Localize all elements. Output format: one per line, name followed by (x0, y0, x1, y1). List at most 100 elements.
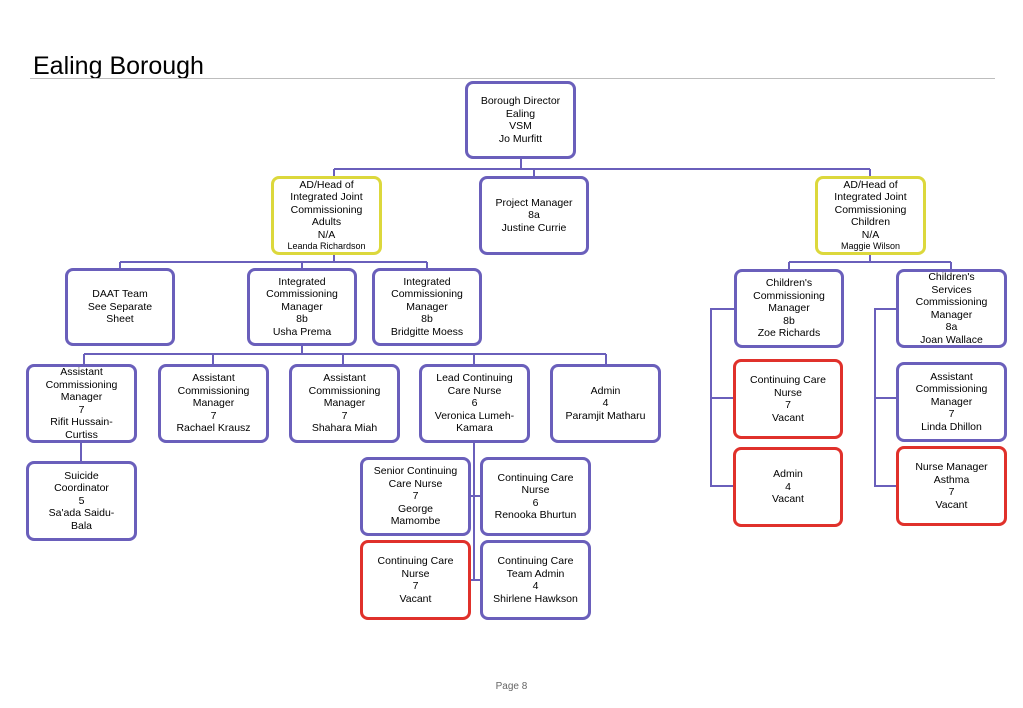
org-node-ad-adults: AD/Head of Integrated Joint Commissionin… (271, 176, 382, 255)
connector (874, 308, 898, 487)
node-line: Zoe Richards (757, 327, 821, 340)
node-line: Maggie Wilson (840, 241, 901, 252)
page-number: Page 8 (495, 681, 528, 692)
org-node-csc-joan-wallace: Children's Services Commissioning Manage… (896, 269, 1007, 348)
node-line: Mamombe (390, 515, 441, 528)
node-line: Rachael Krausz (176, 422, 251, 435)
node-line: Lead Continuing (436, 372, 513, 385)
node-line: Commissioning (45, 378, 118, 391)
node-line: Integrated Joint (834, 191, 907, 204)
node-line: George (397, 502, 434, 515)
org-node-icm-bridgitte-moess: Integrated Commissioning Manager 8b Brid… (372, 268, 482, 346)
node-line: Commissioning (915, 383, 988, 396)
connector (788, 253, 952, 270)
node-line: Usha Prema (272, 325, 332, 338)
org-node-admin-paramjit: Admin 4 Paramjit Matharu (550, 364, 661, 443)
node-line: Integrated Joint (290, 191, 363, 204)
org-node-icm-usha-prema: Integrated Commissioning Manager 8b Usha… (247, 268, 357, 346)
node-line: Jo Murfitt (498, 132, 543, 145)
node-line: Assistant (323, 372, 366, 385)
node-line: Vacant (935, 498, 968, 511)
org-node-lead-ccn: Lead Continuing Care Nurse 6 Veronica Lu… (419, 364, 530, 443)
node-line: 7 (412, 490, 419, 503)
node-line: Manager (406, 300, 448, 313)
node-line: Bala (70, 519, 92, 532)
node-line: Sheet (106, 313, 134, 326)
node-line: Ealing (505, 107, 536, 120)
node-line: Commissioning (308, 384, 381, 397)
node-line: 6 (532, 496, 539, 509)
node-line: Admin (773, 468, 803, 481)
node-line: Senior Continuing (373, 465, 458, 478)
node-line: Asthma (933, 473, 970, 486)
node-line: 8b (783, 314, 795, 327)
org-node-nurse-manager-asthma: Nurse Manager Asthma 7 Vacant (896, 446, 1007, 526)
org-node-ad-children: AD/Head of Integrated Joint Commissionin… (815, 176, 926, 255)
org-node-borough-director: Borough Director Ealing VSM Jo Murfitt (465, 81, 576, 159)
node-line: Continuing Care (497, 471, 574, 484)
org-node-acm-shahara: Assistant Commissioning Manager 7 Shahar… (289, 364, 400, 443)
page-title: Ealing Borough (33, 52, 204, 80)
node-line: Project Manager (495, 196, 573, 209)
node-line: Commissioning (753, 289, 825, 302)
node-line: Continuing Care (497, 555, 574, 567)
node-line: Team Admin (506, 567, 565, 580)
node-line: Continuing Care (377, 555, 454, 567)
node-line: 7 (948, 486, 955, 498)
node-line: Leanda Richardson (287, 241, 366, 252)
connector (83, 342, 607, 366)
node-line: Renooka Bhurtun (494, 509, 577, 521)
node-line: Commissioning (391, 288, 463, 301)
org-node-ccn-renooka: Continuing Care Nurse 6 Renooka Bhurtun (480, 457, 591, 536)
node-line: N/A (317, 228, 336, 241)
node-line: Manager (192, 397, 235, 410)
node-line: Care Nurse (447, 384, 502, 397)
node-line: 6 (471, 397, 478, 410)
node-line: 4 (532, 580, 539, 592)
node-line: Integrated (278, 275, 326, 288)
org-node-senior-ccn: Senior Continuing Care Nurse 7 George Ma… (360, 457, 471, 536)
node-line: 7 (785, 399, 791, 411)
node-line: Coordinator (54, 482, 109, 495)
node-line: 8b (421, 313, 433, 326)
node-line: Manager (930, 395, 973, 408)
connector (710, 308, 735, 487)
node-line: Nurse Manager (915, 461, 988, 473)
node-line: 4 (785, 480, 791, 493)
node-line: Commissioning (266, 288, 338, 301)
node-line: See Separate (87, 300, 153, 313)
node-line: Assistant (192, 372, 235, 385)
node-line: 7 (210, 409, 217, 422)
node-line: Justine Currie (501, 221, 567, 234)
node-line: Rifit Hussain- (50, 416, 113, 428)
node-line: Assistant (60, 366, 103, 378)
node-line: Veronica Lumeh- (434, 409, 515, 422)
node-line: Manager (323, 397, 366, 410)
node-line: Paramjit Matharu (565, 409, 646, 422)
node-line: Children (850, 216, 891, 229)
node-line: Nurse (401, 567, 430, 580)
node-line: Manager (60, 391, 103, 403)
node-line: Suicide (64, 469, 99, 482)
node-line: Services (931, 283, 972, 296)
connector (119, 253, 428, 270)
node-line: Joan Wallace (920, 333, 983, 346)
org-node-child-ccn-vacant: Continuing Care Nurse 7 Vacant (733, 359, 843, 439)
node-line: Integrated (403, 275, 451, 288)
node-line: Bridgitte Moess (390, 325, 464, 338)
org-node-daat-team: DAAT Team See Separate Sheet (65, 268, 175, 346)
node-line: 7 (341, 409, 348, 422)
node-line: 8a (528, 209, 540, 222)
org-node-ccn-vacant: Continuing Care Nurse 7 Vacant (360, 540, 471, 620)
node-line: Kamara (456, 422, 493, 435)
org-node-acm-rifit: Assistant Commissioning Manager 7 Rifit … (26, 364, 137, 443)
node-line: Vacant (399, 592, 432, 605)
node-line: DAAT Team (92, 288, 148, 301)
org-node-ccm-zoe-richards: Children's Commissioning Manager 8b Zoe … (734, 269, 844, 348)
node-line: Nurse (521, 484, 550, 496)
org-node-project-manager: Project Manager 8a Justine Currie (479, 176, 589, 255)
node-line: Commissioning (290, 203, 363, 216)
node-line: Shirlene Hawkson (493, 592, 578, 605)
title-divider (30, 78, 995, 79)
